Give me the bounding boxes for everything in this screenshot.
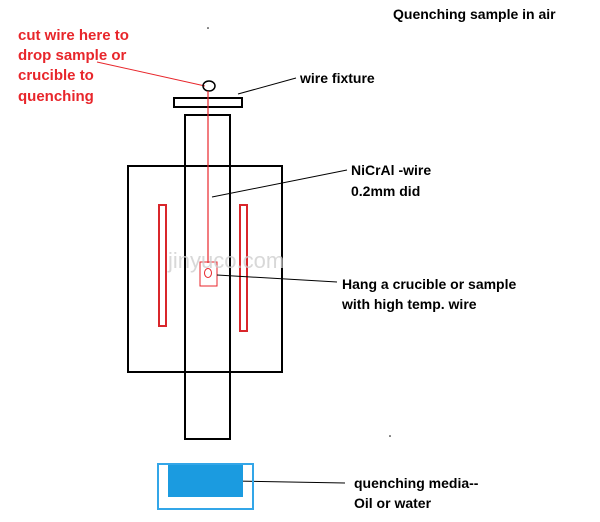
- crucible-sample: [204, 268, 212, 278]
- crucible-label-leader: [216, 274, 338, 283]
- wire-fixture-loop: [202, 80, 216, 92]
- heating-element-left: [158, 204, 167, 327]
- crucible-label-line-2: with high temp. wire: [341, 296, 477, 312]
- wire-label-line-1: NiCrAl -wire: [351, 162, 431, 178]
- cut-note-leader-line: [96, 61, 206, 87]
- crucible-box: [199, 261, 218, 287]
- wire-fixture-label: wire fixture: [299, 70, 375, 86]
- crucible-label-line-1: Hang a crucible or sample: [342, 276, 516, 292]
- media-label-leader: [233, 480, 346, 484]
- media-label-line-2: Oil or water: [354, 495, 432, 511]
- speck: [207, 27, 209, 29]
- cut-note-line-1: cut wire here to: [18, 27, 129, 44]
- diagram-title: Quenching sample in air: [393, 6, 556, 22]
- cut-note-line-3: crucible to: [18, 67, 94, 84]
- media-label-line-1: quenching media--: [354, 475, 479, 491]
- heating-element-right: [239, 204, 248, 332]
- speck: [389, 435, 391, 437]
- watermark: jinyuco.com: [167, 248, 284, 273]
- wire-fixture-leader: [237, 77, 297, 95]
- quench-container: [157, 463, 254, 510]
- wire-label-leader: [211, 169, 348, 198]
- wire-label-line-2: 0.2mm did: [351, 183, 420, 199]
- cut-wire-note: cut wire here to drop sample or crucible…: [18, 27, 129, 105]
- cut-note-line-4: quenching: [18, 88, 94, 105]
- furnace-body: [127, 165, 283, 373]
- cut-note-line-2: drop sample or: [18, 47, 127, 64]
- quench-media-liquid: [168, 465, 243, 497]
